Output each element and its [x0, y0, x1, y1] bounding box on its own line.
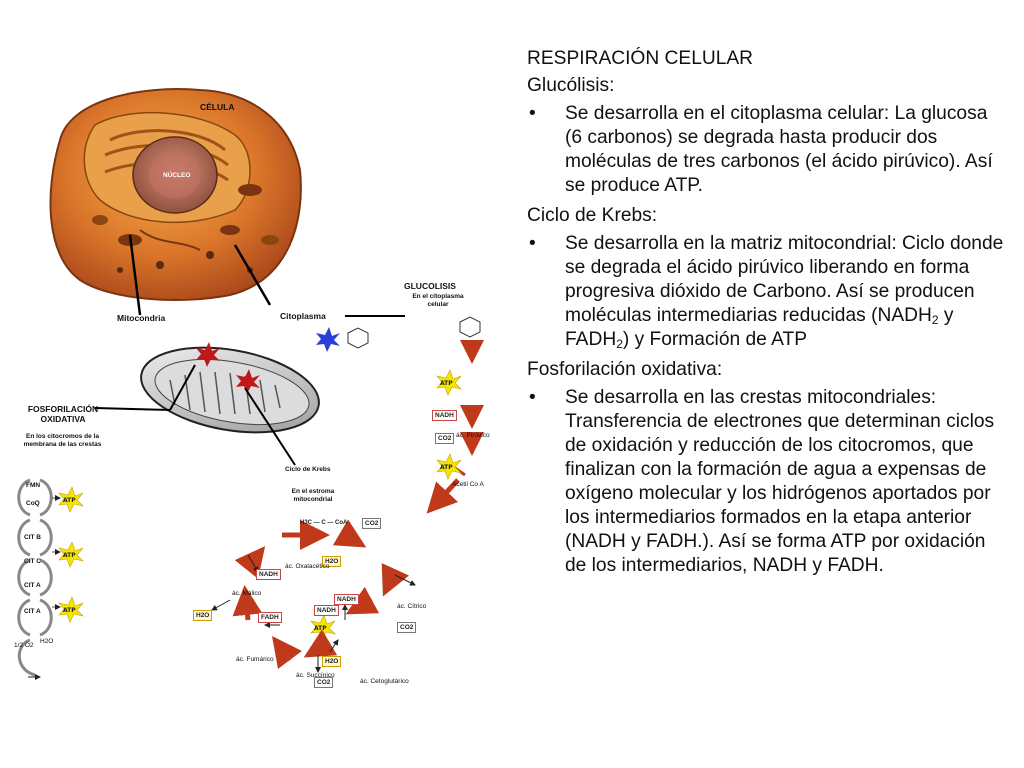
mitochondria-label: Mitocondria	[117, 313, 166, 323]
chain-cit-c: CIT C	[24, 558, 41, 565]
bullet-text-krebs: Se desarrolla en la matriz mitocondrial:…	[565, 233, 1003, 350]
h2o-box-top: H2O	[322, 556, 342, 567]
glycolysis-title: GLUCOLISIS	[404, 281, 456, 291]
mitochondrion-illustration	[140, 342, 320, 434]
nucleus-label: NÚCLEO	[163, 172, 191, 179]
acid-succinico: ác. Succínico	[296, 672, 335, 679]
atp-label-chain-1: ATP	[63, 497, 76, 504]
acid-malico: ác. Málico	[232, 590, 262, 597]
acid-piruvico: ác. Pirúvico	[456, 432, 490, 439]
bullet-krebs: • Se desarrolla en la matriz mitocondria…	[527, 232, 1007, 352]
nadh-box-left: NADH	[256, 569, 281, 580]
chain-cit-a-2: CIT A	[24, 608, 41, 615]
nadh-box-right: NADH	[334, 594, 359, 605]
cyto-pointer-line	[233, 244, 272, 306]
co2-box-glyc: CO2	[435, 433, 455, 444]
nadh-box-glyc: NADH	[432, 410, 457, 421]
atp-label-glyc-1: ATP	[440, 380, 453, 387]
atp-label-krebs: ATP	[314, 625, 327, 632]
acid-acetil: Acetil Co A	[452, 481, 484, 488]
mito-pointer-line	[128, 234, 142, 316]
water-label: H2O	[40, 638, 54, 645]
atp-label-glyc-2: ATP	[440, 464, 453, 471]
atp-label-chain-2: ATP	[63, 552, 76, 559]
oxphos-sub: En los citocromos de la membrana de las …	[23, 433, 102, 448]
figure-drawing	[17, 88, 484, 680]
respiration-figure: CÉLULA NÚCLEO Mitocondria Citoplasma GLU…	[0, 80, 510, 700]
glycolysis-sub: En el citoplasma celular	[412, 293, 464, 308]
bullet-fosforilacion: • Se desarrolla en las crestas mitocondr…	[527, 386, 1007, 578]
atp-star-chain-2	[58, 541, 84, 568]
slide-title: RESPIRACIÓN CELULAR	[527, 48, 754, 69]
krebs-text-part: ) y Formación de ATP	[622, 329, 807, 350]
bullet-dot: •	[529, 233, 536, 254]
section-bullets-krebs: • Se desarrolla en la matriz mitocondria…	[527, 232, 1007, 352]
bullet-dot: •	[529, 103, 536, 124]
cell-label: CÉLULA	[200, 102, 235, 112]
section-bullets-fosforilacion: • Se desarrolla en las crestas mitocondr…	[527, 386, 1007, 578]
bullet-glucolisis: • Se desarrolla en el citoplasma celular…	[527, 102, 1007, 198]
krebs-sub-2: 2	[616, 337, 623, 351]
krebs-label: Ciclo de Krebs	[285, 466, 331, 473]
krebs-text-part: Se desarrolla en la matriz mitocondrial:…	[565, 233, 1004, 326]
bullet-text: Se desarrolla en el citoplasma celular: …	[565, 103, 993, 196]
bullet-text: Se desarrolla en las crestas mitocondria…	[565, 387, 995, 576]
section-heading-glucolisis: Glucólisis:	[527, 75, 615, 96]
cell-illustration	[49, 88, 302, 301]
cytoplasm-label: Citoplasma	[280, 311, 326, 321]
atp-star-glyc-2	[436, 453, 462, 480]
oxphos-title: FOSFORILACIÓN OXIDATIVA	[27, 404, 99, 424]
section-heading-fosforilacion: Fosforilación oxidativa:	[527, 359, 723, 380]
section-heading-krebs: Ciclo de Krebs:	[527, 205, 658, 226]
oxygen-label: 1/2 O2	[14, 642, 34, 649]
acetyl-formula: H3C — C — CoA	[300, 520, 348, 526]
acid-oxalacetico: ác. Oxalacético	[285, 563, 330, 570]
stroma-title: En el estroma mitocondrial	[291, 488, 335, 503]
acid-fumarico: ác. Fumárico	[236, 656, 274, 663]
text-column: RESPIRACIÓN CELULAR Glucólisis: • Se des…	[527, 47, 1007, 584]
glucose-star	[316, 327, 340, 352]
atp-star-chain-1	[58, 486, 84, 513]
h2o-box-bottom: H2O	[322, 656, 342, 667]
h2o-box-left: H2O	[193, 610, 213, 621]
fadh-box: FADH	[258, 612, 282, 623]
chain-coq: CoQ	[26, 500, 40, 507]
atp-label-chain-3: ATP	[63, 607, 76, 614]
acid-cetoglutarico: ác. Cetoglutárico	[360, 678, 409, 685]
krebs-text-part: y FADH	[565, 305, 954, 350]
nadh-box-center: NADH	[314, 605, 339, 616]
etc-loops	[17, 478, 53, 677]
co2-box-bottom: CO2	[314, 677, 334, 688]
acid-citrico: ác. Cítrico	[397, 603, 427, 610]
chain-fmn: FMN	[26, 482, 41, 489]
atp-star-chain-3	[58, 596, 84, 623]
chain-cit-b: CIT B	[24, 534, 41, 541]
krebs-sub-1: 2	[931, 313, 939, 327]
atp-star-glyc-1	[436, 369, 462, 396]
co2-box-top: CO2	[362, 518, 382, 529]
bullet-dot: •	[529, 387, 536, 408]
chain-cit-a-1: CIT A	[24, 582, 41, 589]
co2-box-right: CO2	[397, 622, 417, 633]
section-bullets-glucolisis: • Se desarrolla en el citoplasma celular…	[527, 102, 1007, 198]
